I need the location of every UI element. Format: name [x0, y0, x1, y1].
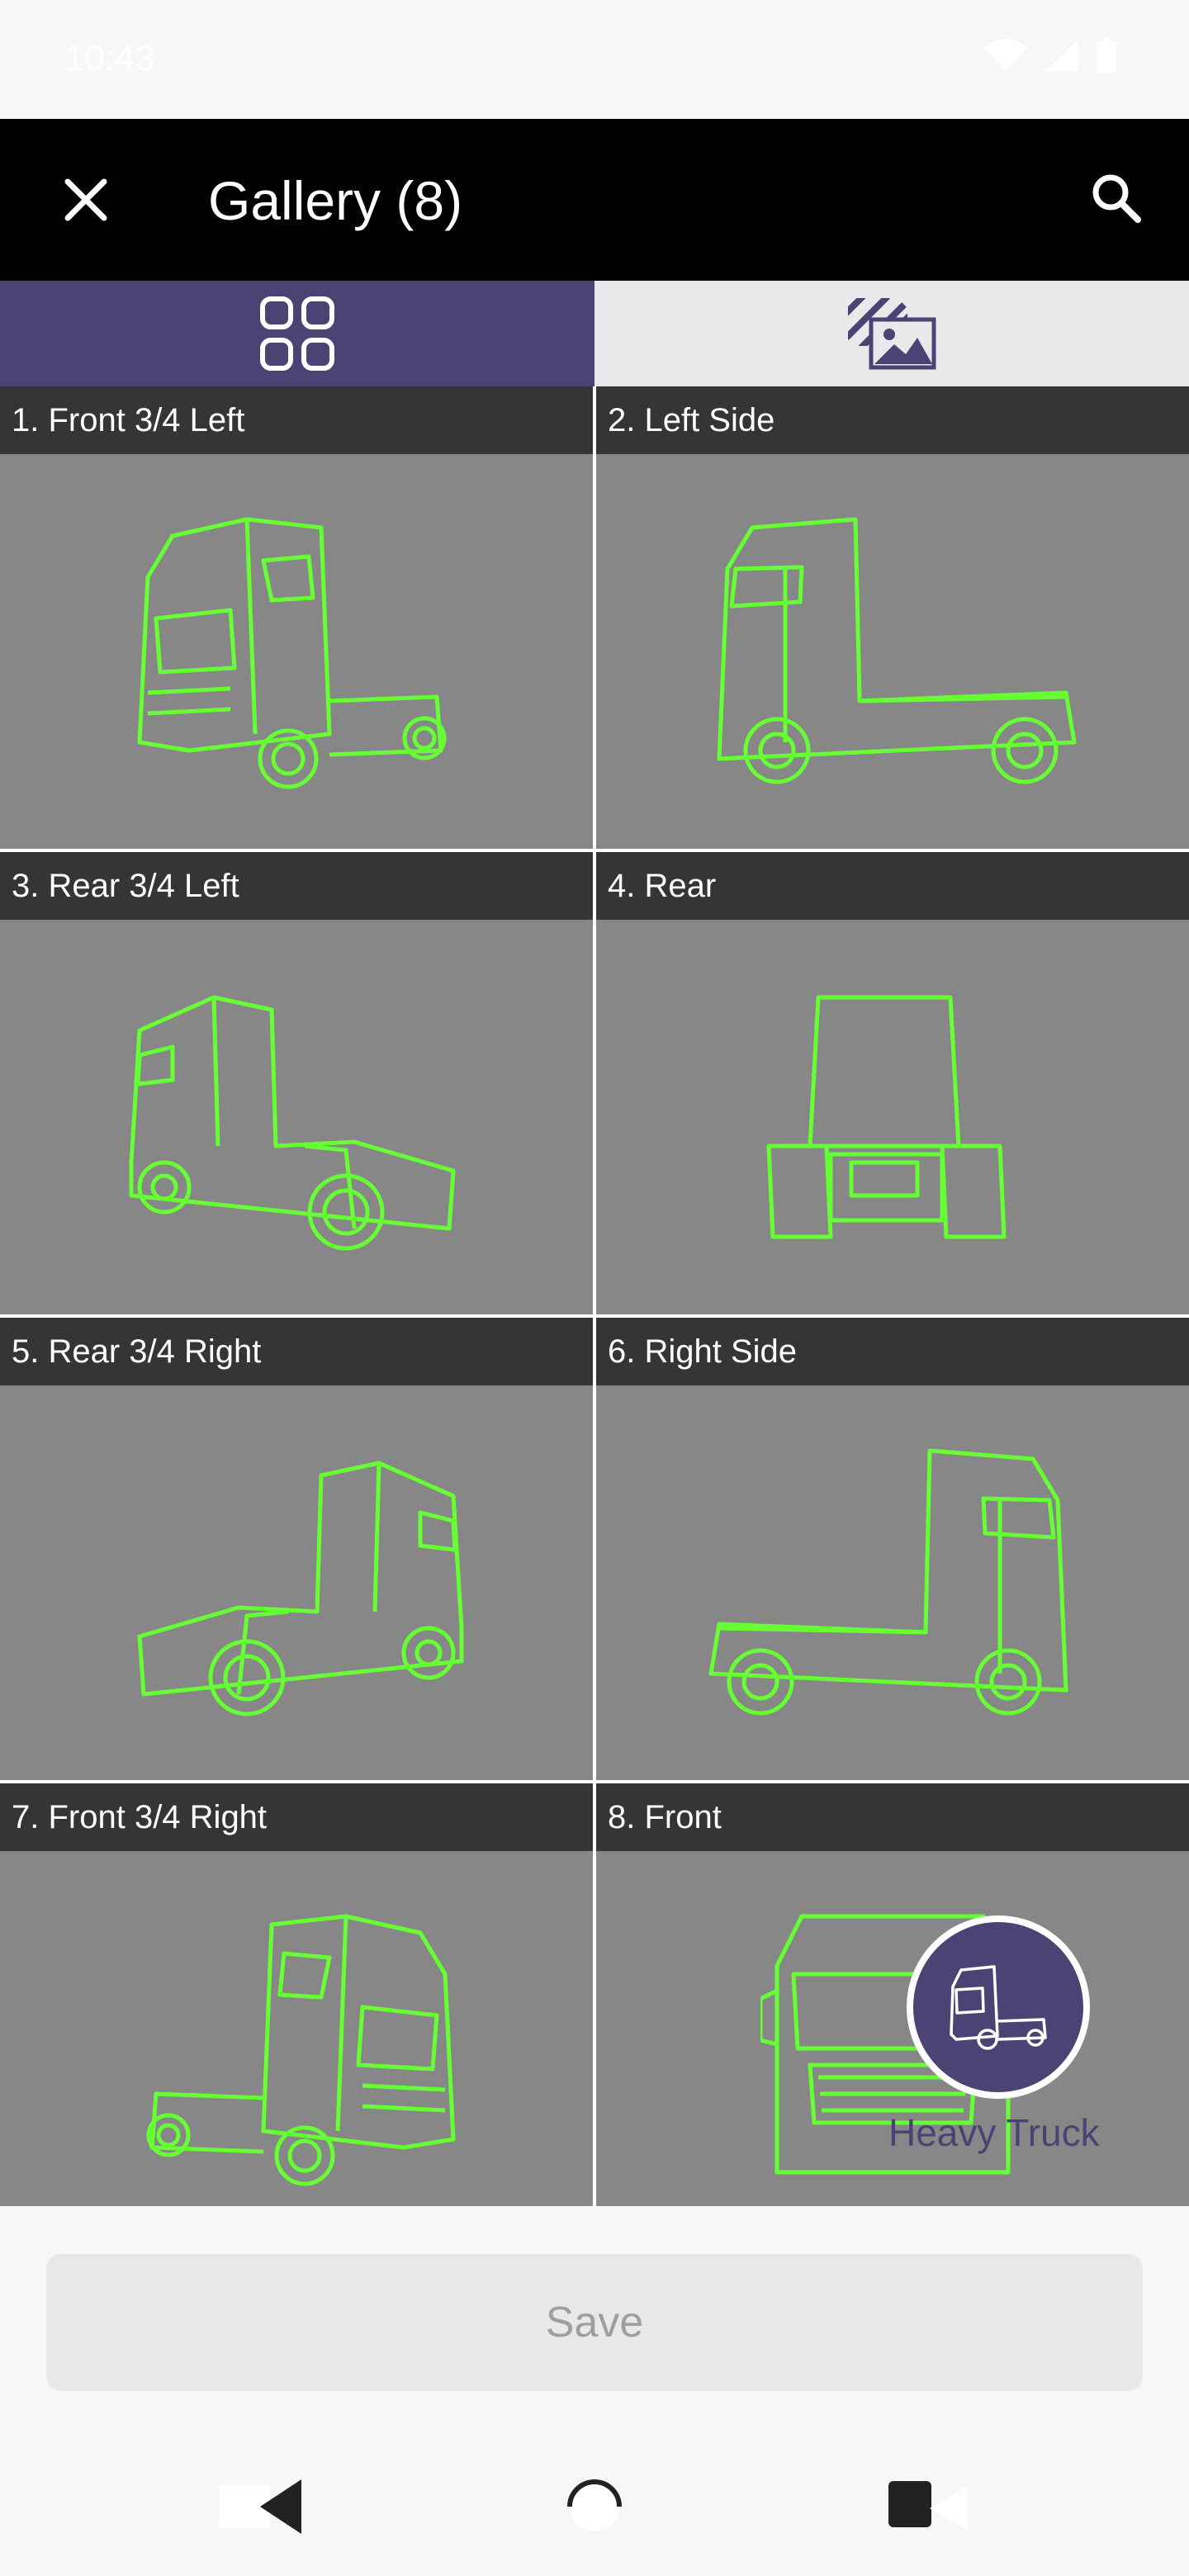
photo-gallery: 1. Front 3/4 Left 2. Left Side	[0, 386, 1189, 2246]
page-title: Gallery (8)	[208, 170, 463, 231]
gallery-cell-front-3-4-left[interactable]: 1. Front 3/4 Left	[0, 386, 593, 849]
gallery-cell-front[interactable]: 8. Front	[596, 1783, 1189, 2246]
close-icon	[64, 178, 107, 221]
cell-label: 1. Front 3/4 Left	[0, 386, 593, 454]
footer: Save	[0, 2206, 1189, 2437]
truck-front-3-4-right-outline	[146, 1914, 456, 2186]
cell-label: 2. Left Side	[596, 386, 1189, 454]
vehicle-type-label: Heavy Truck	[888, 2111, 1100, 2154]
cell-image	[0, 454, 593, 849]
cell-image	[0, 920, 593, 1314]
wifi-icon	[984, 39, 1027, 72]
gallery-cell-front-3-4-right[interactable]: 7. Front 3/4 Right	[0, 1783, 593, 2246]
cell-image	[596, 920, 1189, 1314]
status-time: 10:43	[64, 38, 156, 78]
home-icon	[567, 2479, 622, 2531]
cell-image	[596, 454, 1189, 849]
app-bar: Gallery (8)	[0, 119, 1189, 281]
cell-label: 4. Rear	[596, 852, 1189, 920]
back-icon	[219, 2479, 301, 2534]
cell-image	[596, 1385, 1189, 1780]
nav-back-button[interactable]	[215, 2465, 314, 2548]
truck-left-side-outline	[717, 517, 1077, 784]
gallery-cell-left-side[interactable]: 2. Left Side	[596, 386, 1189, 849]
grid-icon	[260, 296, 334, 371]
truck-rear-3-4-right-outline	[137, 1461, 464, 1717]
truck-icon	[950, 1965, 1047, 2050]
cell-label: 6. Right Side	[596, 1318, 1189, 1385]
view-mode-tabs	[0, 281, 1189, 386]
status-bar: 10:43	[0, 0, 1189, 119]
tab-grid-view[interactable]	[0, 281, 594, 386]
image-icon	[848, 298, 936, 370]
nav-recents-button[interactable]	[875, 2465, 974, 2548]
truck-right-side-outline	[708, 1448, 1068, 1716]
nav-home-button[interactable]	[545, 2465, 644, 2548]
truck-rear-outline	[766, 995, 1007, 1239]
truck-rear-3-4-left-outline	[129, 995, 456, 1251]
signal-icon	[1045, 39, 1078, 72]
search-button[interactable]	[1073, 155, 1159, 241]
close-button[interactable]	[43, 157, 129, 243]
cell-image	[0, 1385, 593, 1780]
cell-image	[596, 1851, 1189, 2246]
gallery-cell-rear-3-4-left[interactable]: 3. Rear 3/4 Left	[0, 852, 593, 1314]
tab-image-view[interactable]	[594, 281, 1189, 386]
battery-icon	[1097, 37, 1116, 73]
save-button[interactable]: Save	[46, 2254, 1143, 2391]
cell-image	[0, 1851, 593, 2246]
truck-front-3-4-left-outline	[137, 517, 447, 789]
cell-label: 8. Front	[596, 1783, 1189, 1851]
gallery-cell-rear-3-4-right[interactable]: 5. Rear 3/4 Right	[0, 1318, 593, 1780]
search-icon	[1092, 174, 1141, 223]
recents-icon	[888, 2481, 968, 2531]
vehicle-type-button[interactable]	[907, 1915, 1090, 2099]
gallery-cell-right-side[interactable]: 6. Right Side	[596, 1318, 1189, 1780]
system-nav-bar	[0, 2437, 1189, 2576]
cell-label: 7. Front 3/4 Right	[0, 1783, 593, 1851]
cell-label: 5. Rear 3/4 Right	[0, 1318, 593, 1385]
status-icons	[983, 36, 1118, 74]
cell-label: 3. Rear 3/4 Left	[0, 852, 593, 920]
gallery-cell-rear[interactable]: 4. Rear	[596, 852, 1189, 1314]
